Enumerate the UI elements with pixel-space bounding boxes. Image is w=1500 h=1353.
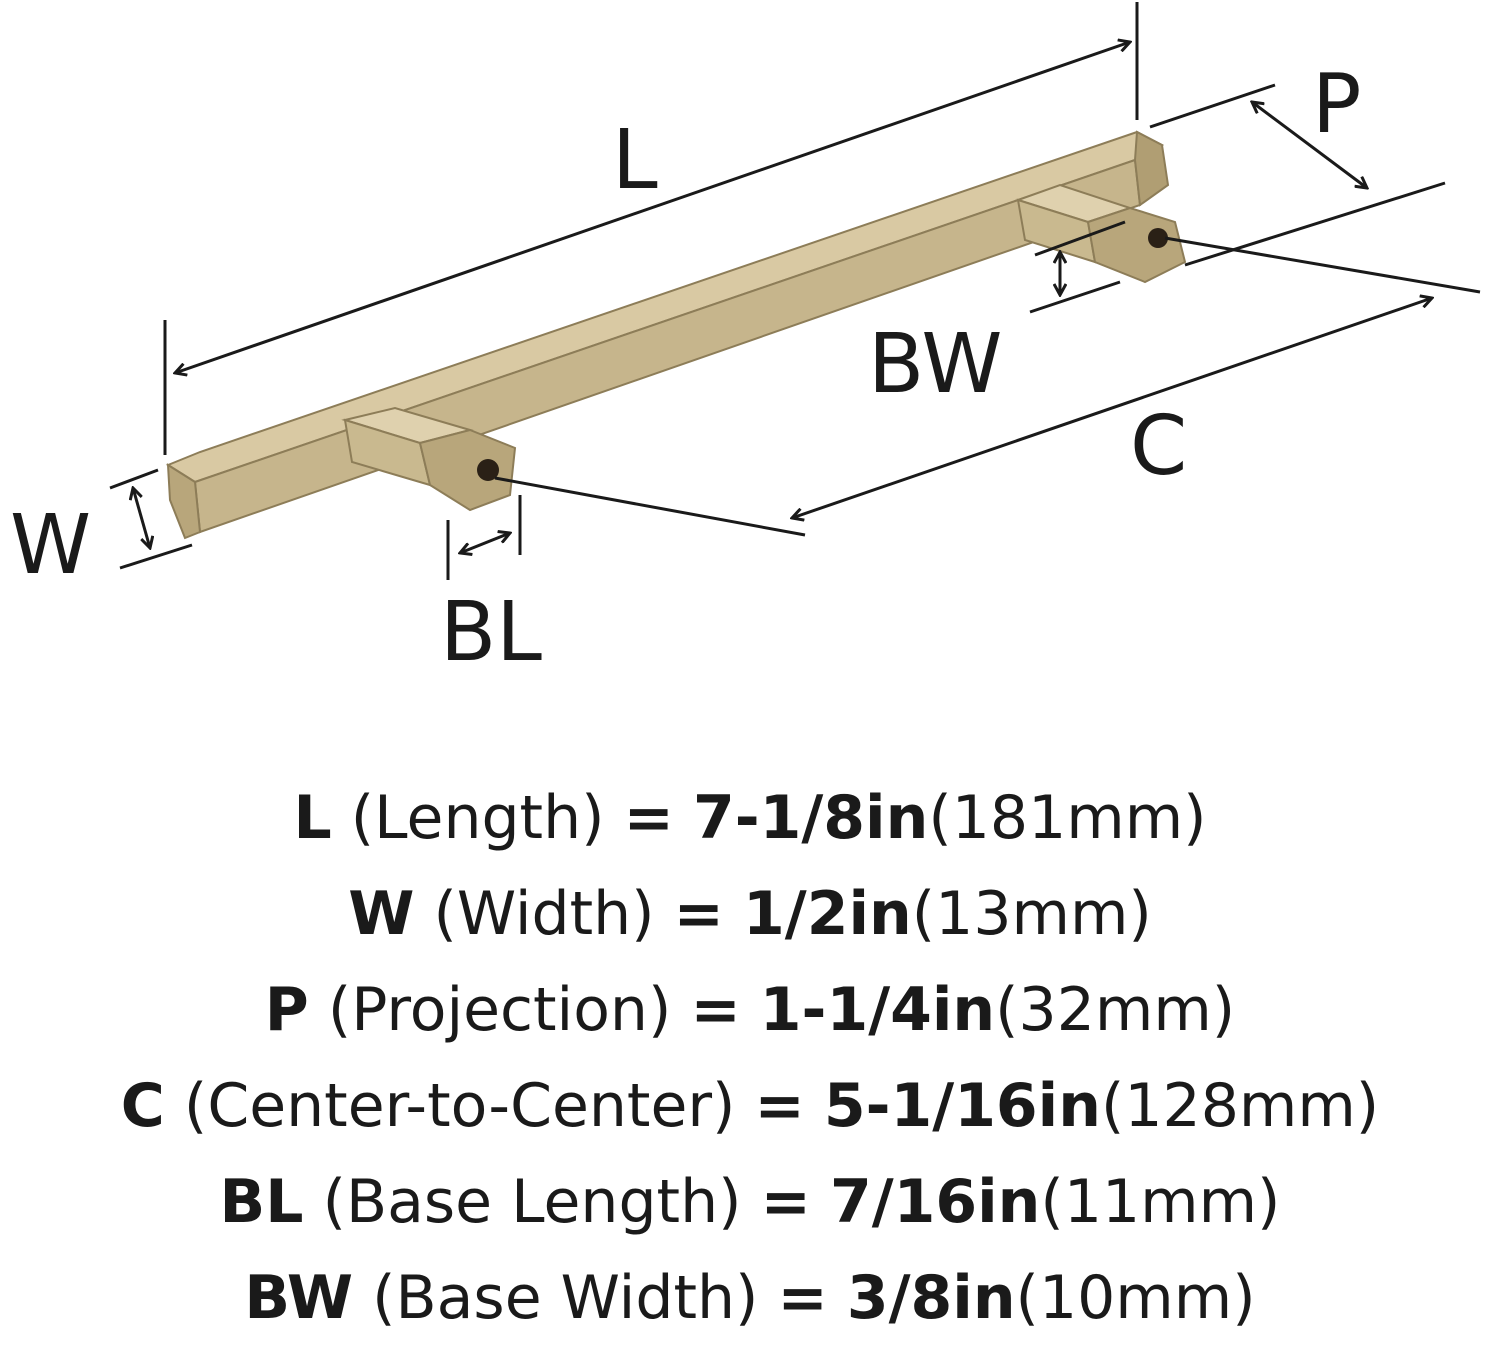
label-c: C: [1130, 399, 1187, 494]
spec-imperial-value: 5-1/16in: [823, 1071, 1101, 1141]
spec-name: (Length): [350, 783, 605, 853]
spec-key: BW: [244, 1263, 354, 1333]
spec-row-projection: P (Projection) = 1-1/4in(32mm): [0, 962, 1500, 1058]
spec-row-base-length: BL (Base Length) = 7/16in(11mm): [0, 1154, 1500, 1250]
bl-dimension-arrow: [460, 533, 510, 553]
w-extension-top: [109, 468, 159, 490]
spec-name: (Projection): [327, 975, 672, 1045]
spec-key: BL: [219, 1167, 304, 1237]
spec-row-base-width: BW (Base Width) = 3/8in(10mm): [0, 1250, 1500, 1346]
specification-list: L (Length) = 7-1/8in(181mm) W (Width) = …: [0, 770, 1500, 1346]
spec-metric-value: (181mm): [928, 783, 1207, 853]
dimension-diagram: L P BW C W BL: [10, 2, 1481, 680]
spec-key: P: [264, 975, 309, 1045]
spec-key: C: [120, 1071, 165, 1141]
dimension-lines: [109, 2, 1481, 580]
spec-name: (Base Length): [322, 1167, 742, 1237]
label-bl: BL: [440, 585, 542, 680]
spec-name: (Center-to-Center): [183, 1071, 736, 1141]
spec-row-center-to-center: C (Center-to-Center) = 5-1/16in(128mm): [0, 1058, 1500, 1154]
bw-extension-bottom: [1029, 280, 1121, 314]
w-dimension-arrow: [133, 488, 150, 548]
spec-row-width: W (Width) = 1/2in(13mm): [0, 866, 1500, 962]
spec-imperial-value: 7/16in: [829, 1167, 1041, 1237]
spec-key: W: [348, 879, 415, 949]
right-post-screw-hole: [1148, 228, 1168, 248]
left-post-screw-hole: [477, 459, 499, 481]
left-post-front: [418, 428, 517, 512]
w-extension-bottom: [119, 543, 193, 570]
spec-metric-value: (11mm): [1040, 1167, 1281, 1237]
label-bw: BW: [868, 317, 1002, 412]
spec-equals: =: [623, 783, 674, 853]
spec-metric-value: (10mm): [1015, 1263, 1256, 1333]
cabinet-pull-drawing: [165, 130, 1187, 540]
spec-metric-value: (13mm): [911, 879, 1152, 949]
p-extension-top: [1149, 83, 1276, 129]
label-l: L: [612, 113, 658, 208]
label-p: P: [1312, 57, 1361, 152]
right-post-front: [1086, 206, 1187, 284]
c-dimension-arrow: [792, 298, 1432, 518]
spec-imperial-value: 1-1/4in: [759, 975, 996, 1045]
spec-metric-value: (128mm): [1100, 1071, 1380, 1141]
l-dimension-arrow: [175, 42, 1130, 373]
spec-metric-value: (32mm): [995, 975, 1236, 1045]
handle-bar-end-cap: [166, 463, 202, 540]
spec-row-length: L (Length) = 7-1/8in(181mm): [0, 770, 1500, 866]
spec-equals: =: [760, 1167, 811, 1237]
spec-equals: =: [754, 1071, 805, 1141]
spec-equals: =: [777, 1263, 828, 1333]
spec-equals: =: [673, 879, 724, 949]
bw-extension-top: [1034, 220, 1126, 257]
spec-imperial-value: 3/8in: [846, 1263, 1016, 1333]
label-w: W: [10, 498, 91, 593]
c-extension-right: [1164, 236, 1481, 294]
spec-name: (Base Width): [372, 1263, 759, 1333]
handle-bar-top-face: [165, 130, 1165, 484]
p-dimension-arrow: [1252, 102, 1367, 188]
spec-equals: =: [690, 975, 741, 1045]
spec-imperial-value: 1/2in: [743, 879, 912, 949]
spec-key: L: [293, 783, 332, 853]
p-extension-bottom: [1184, 181, 1446, 267]
handle-bar-right-end: [1133, 130, 1170, 207]
c-extension-left: [494, 476, 806, 537]
spec-name: (Width): [433, 879, 655, 949]
spec-imperial-value: 7-1/8in: [692, 783, 929, 853]
